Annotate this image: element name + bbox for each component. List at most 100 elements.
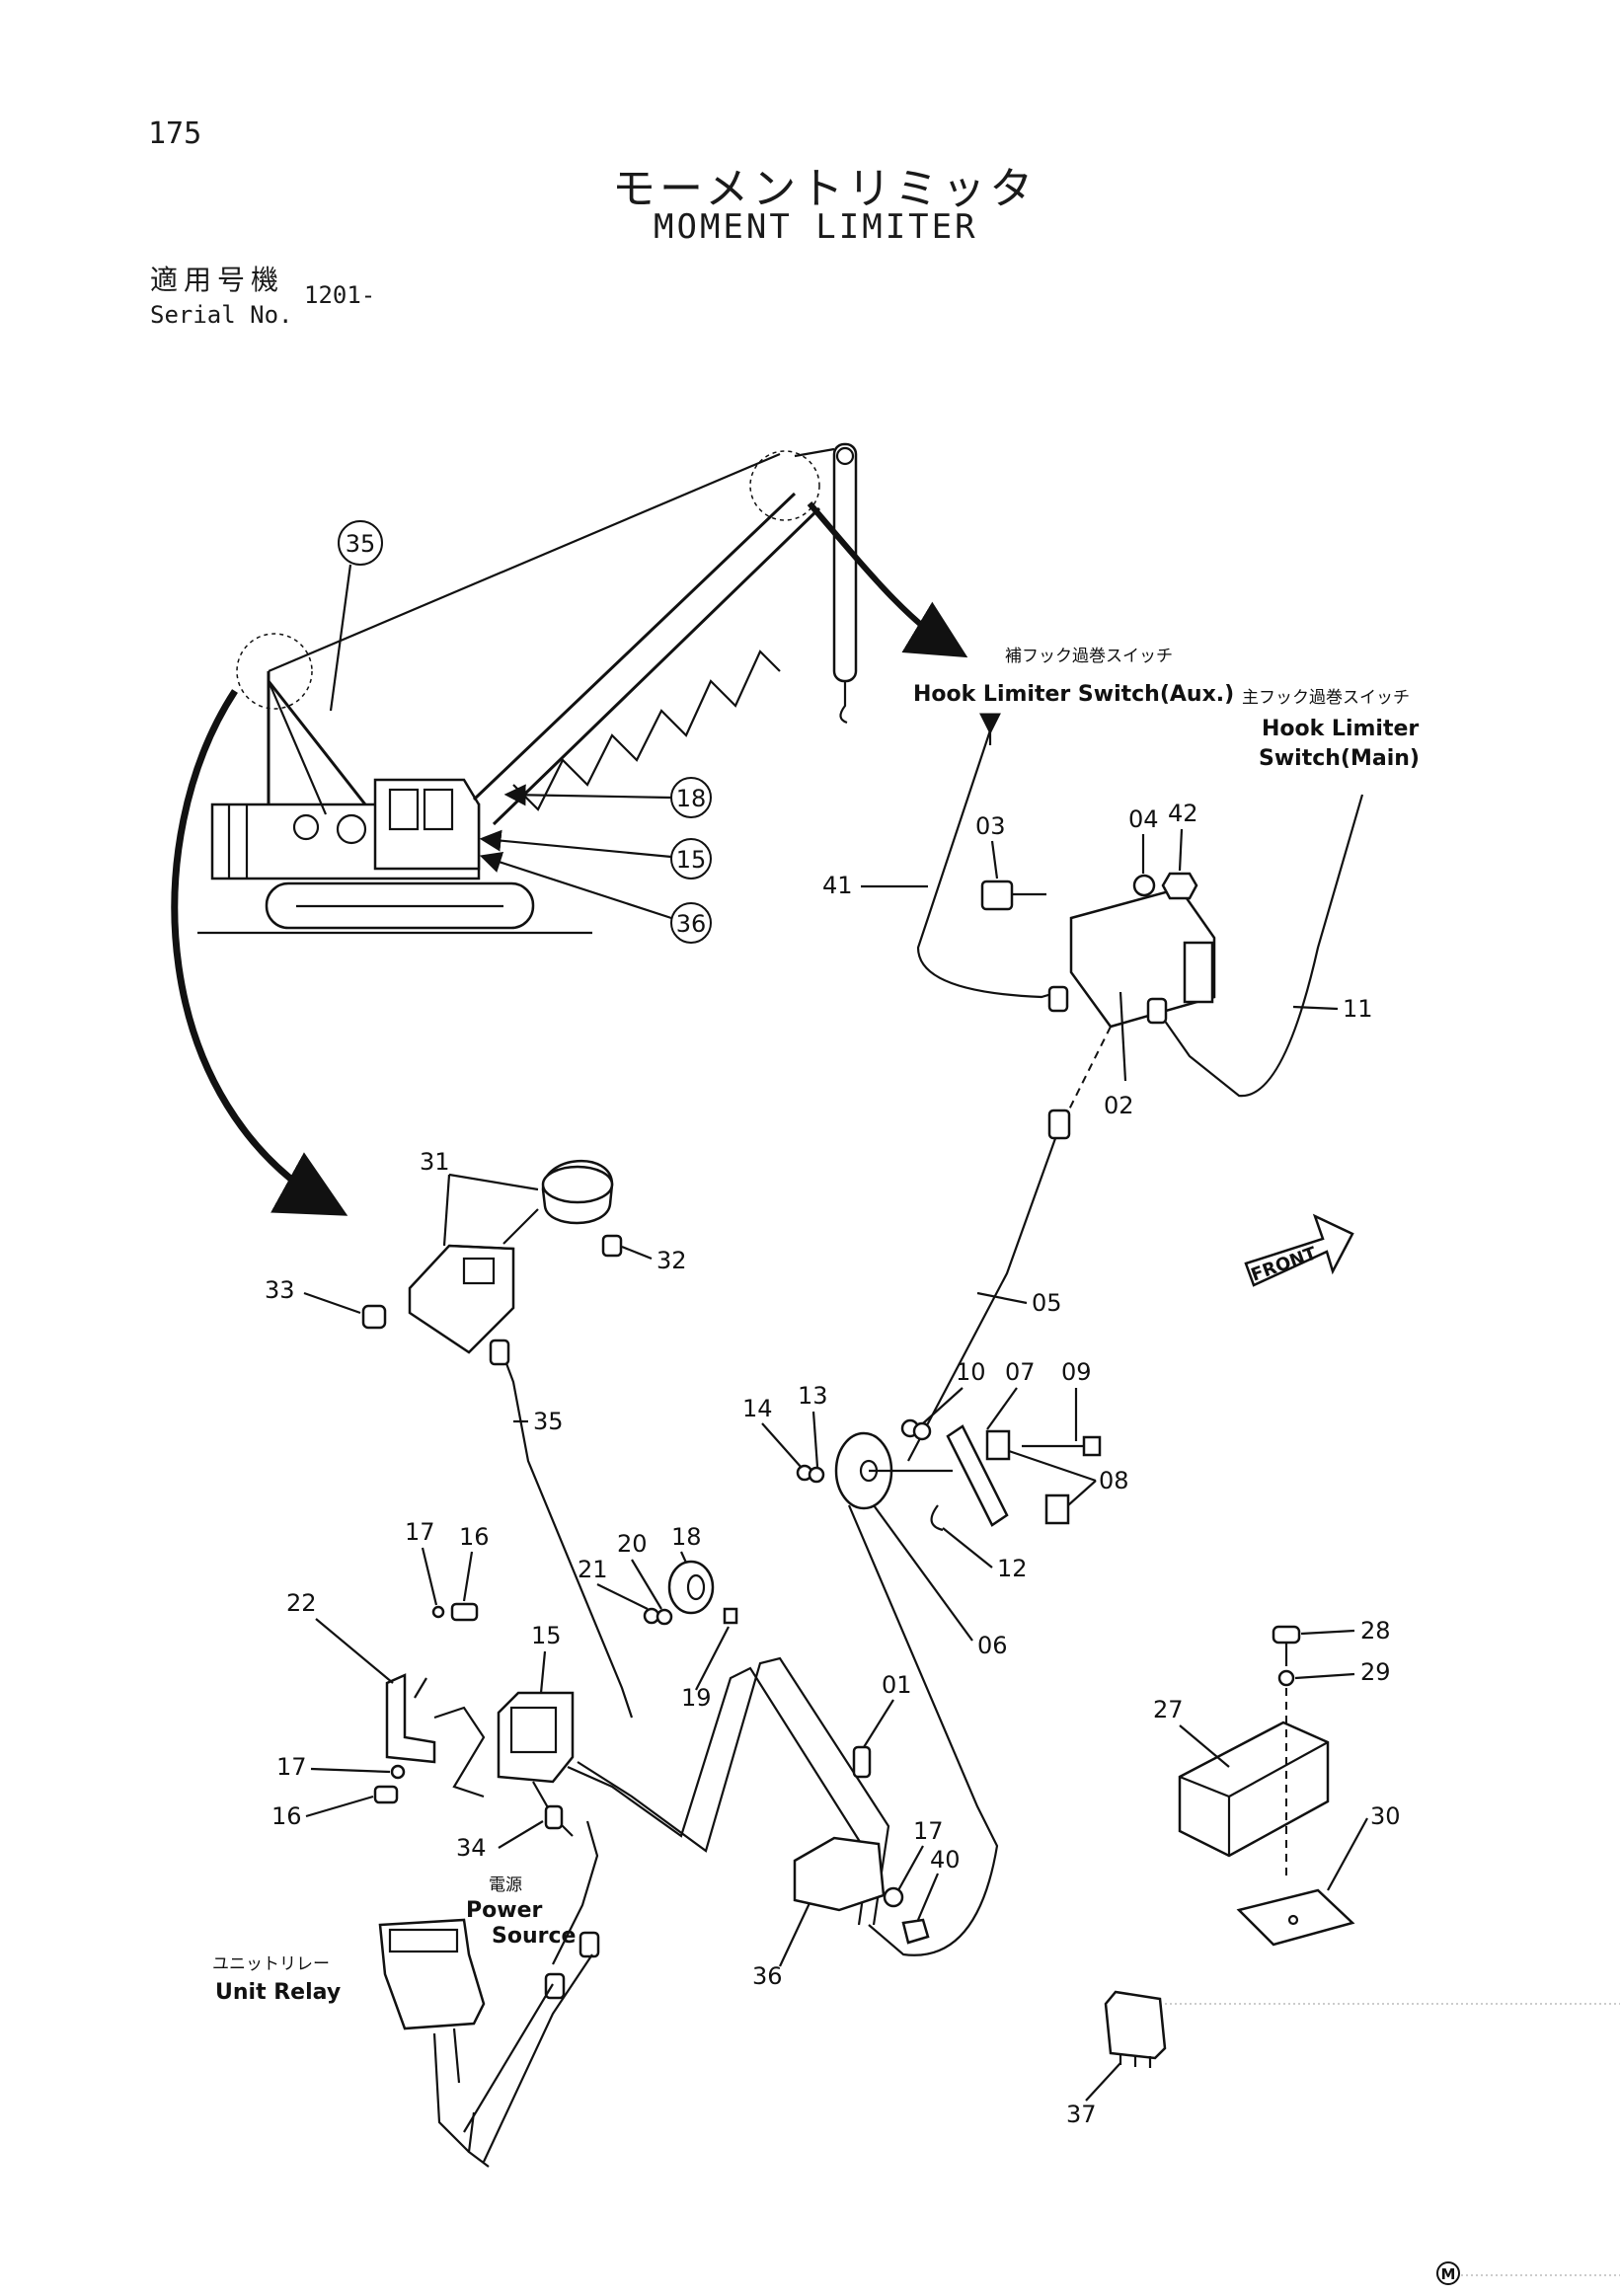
callout-13: 13 <box>798 1382 828 1410</box>
callout-08: 08 <box>1099 1467 1129 1494</box>
switch-assembly <box>373 1560 890 2163</box>
callout-09: 09 <box>1061 1358 1092 1386</box>
title-english: MOMENT LIMITER <box>654 207 978 247</box>
screw-32 <box>601 1234 623 1258</box>
crane-illustration: 35 18 15 36 <box>197 442 858 944</box>
unit-relay <box>378 1918 490 2168</box>
limit-switch-15 <box>497 1691 575 1784</box>
unit-relay-label-jp: ユニットリレー <box>212 1954 330 1974</box>
detail-arrow-left <box>171 689 348 1216</box>
callout-01: 01 <box>882 1671 912 1699</box>
cable-41 <box>916 729 1059 999</box>
screw-33 <box>361 1304 387 1330</box>
front-arrow-sign: FRONT <box>1244 1213 1354 1287</box>
bolt-03 <box>980 880 1014 911</box>
boom-lattice <box>472 492 821 826</box>
callout-42: 42 <box>1168 800 1198 827</box>
boom-head-detail-circle <box>749 450 820 521</box>
callout-06: 06 <box>977 1632 1008 1659</box>
callout-11: 11 <box>1343 995 1373 1023</box>
callout-05: 05 <box>1032 1289 1062 1317</box>
callout-17b: 17 <box>276 1753 307 1781</box>
callout-17a: 17 <box>405 1518 435 1546</box>
plate-08b <box>1044 1493 1070 1525</box>
callout-02: 02 <box>1104 1092 1134 1119</box>
bracket-07 <box>946 1424 1009 1527</box>
washer-17a <box>431 1605 445 1619</box>
control-box <box>408 1244 515 1354</box>
power-source-label-en-1: Power <box>466 1898 542 1923</box>
callout-36: 36 <box>752 1962 783 1990</box>
power-source-label-en-2: Source <box>492 1924 576 1949</box>
callout-16a: 16 <box>459 1523 490 1551</box>
callout-35: 35 <box>533 1408 564 1435</box>
callout-34: 34 <box>456 1834 487 1862</box>
bracket-22 <box>385 1673 436 1764</box>
cable-06-lower <box>847 1504 999 1956</box>
cable-05 <box>907 1129 1060 1462</box>
callout-16b: 16 <box>271 1802 302 1830</box>
nut-40 <box>901 1918 930 1945</box>
callout-32: 32 <box>656 1247 687 1274</box>
junction-box-assembly <box>907 713 1364 1462</box>
bolt-16a <box>450 1602 479 1622</box>
callout-29: 29 <box>1360 1658 1391 1686</box>
callout-15-crane: 15 <box>676 846 707 874</box>
nut-14 <box>808 1466 825 1484</box>
bolt-16b <box>373 1785 399 1804</box>
serial-label-english: Serial No. <box>150 301 293 329</box>
nut-42 <box>1161 872 1198 900</box>
callout-37: 37 <box>1066 2101 1097 2128</box>
callout-31: 31 <box>420 1148 450 1176</box>
callout-18-crane: 18 <box>676 785 707 812</box>
callout-20: 20 <box>617 1530 648 1558</box>
serial-number-value: 1201- <box>304 281 376 309</box>
callout-40: 40 <box>930 1846 961 1874</box>
m-mark-circle <box>1436 2261 1460 2285</box>
callout-36-crane: 36 <box>676 910 707 938</box>
washer-20 <box>656 1608 673 1626</box>
limiter-control-box <box>361 1160 634 1719</box>
front-label: FRONT <box>1249 1243 1321 1286</box>
bolt-01 <box>852 1745 872 1779</box>
hook <box>839 681 848 725</box>
relay-37 <box>1104 1990 1620 2068</box>
detail-arrow-right <box>807 501 968 658</box>
detector-pulley-assembly <box>796 1418 1102 1956</box>
cable-11 <box>1154 794 1364 1098</box>
hook-main-label-en-2: Switch(Main) <box>1259 746 1420 771</box>
hook-aux-label-jp: 補フック過巻スイッチ <box>1005 647 1173 666</box>
callout-35-crane: 35 <box>346 530 376 558</box>
washer-29 <box>1277 1669 1295 1687</box>
pendant-line <box>268 452 781 673</box>
washer-04 <box>1132 874 1156 897</box>
callout-22: 22 <box>286 1589 317 1617</box>
screw-19 <box>723 1607 738 1625</box>
callout-30: 30 <box>1370 1802 1401 1830</box>
bracket-36 <box>793 1836 886 1912</box>
callout-41: 41 <box>822 872 853 899</box>
lamp-18 <box>667 1560 715 1615</box>
callout-07: 07 <box>1005 1358 1036 1386</box>
hook-main-label-jp: 主フック過巻スイッチ <box>1242 688 1410 708</box>
washer-10b <box>912 1421 932 1441</box>
callout-12: 12 <box>997 1555 1028 1582</box>
m-mark: M <box>1441 2265 1456 2283</box>
box-27-assembly <box>1178 1625 1355 1947</box>
washer-17c <box>883 1886 904 1908</box>
callout-27: 27 <box>1153 1696 1184 1723</box>
bolt-28 <box>1272 1625 1301 1645</box>
callout-14: 14 <box>742 1395 773 1422</box>
power-source-label-jp: 電源 <box>489 1875 522 1895</box>
callout-28: 28 <box>1360 1617 1391 1645</box>
plate-08a <box>985 1429 1011 1461</box>
title-japanese: モーメントリミッタ <box>612 164 1038 214</box>
gantry-detail-circle <box>236 633 313 710</box>
unit-relay-label-en: Unit Relay <box>215 1980 341 2005</box>
bracket-36-assembly <box>793 1745 930 1945</box>
callout-03: 03 <box>975 812 1006 840</box>
callout-18: 18 <box>671 1523 702 1551</box>
washer-17b <box>390 1764 406 1780</box>
box-27 <box>1178 1721 1330 1858</box>
